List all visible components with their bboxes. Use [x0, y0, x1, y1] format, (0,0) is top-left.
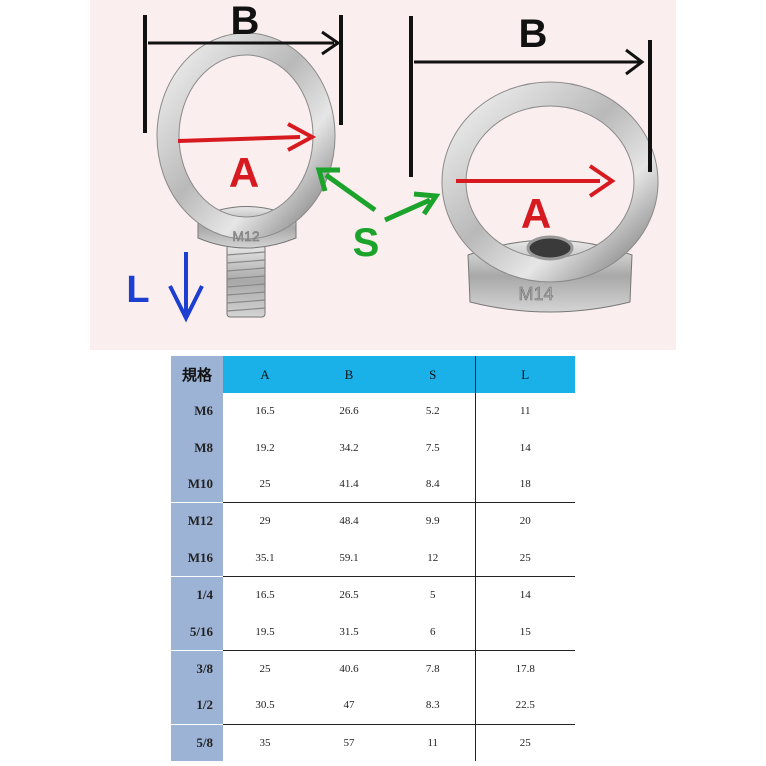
a-cell: 19.5 — [223, 613, 307, 651]
b-cell: 47 — [307, 687, 391, 725]
b-cell: 31.5 — [307, 613, 391, 651]
eyebolt-dimension-diagram: M12 M14 B B A A S — [90, 0, 676, 350]
s-thickness-arrows — [315, 167, 441, 223]
l-cell: 18 — [474, 465, 575, 504]
eyenut-engraving: M14 — [518, 284, 553, 304]
left-b-dimension — [143, 15, 343, 133]
l-cell: 14 — [474, 576, 575, 614]
left-a-label: A — [229, 149, 259, 196]
size-cell: 3/8 — [171, 650, 223, 688]
eyenut-threaded-hole — [526, 235, 574, 261]
s-cell: 7.5 — [425, 441, 440, 454]
table-header-row: 規格 A B S L — [171, 356, 575, 393]
s-cell: 9.9 — [425, 515, 440, 528]
eyebolt-threaded-shank — [226, 244, 266, 318]
l-cell: 11 — [474, 393, 575, 430]
right-a-label: A — [521, 190, 551, 237]
table-row: 1/4 16.5 26.5 5 14 — [171, 576, 575, 614]
s-cell: 5 — [430, 589, 436, 602]
table-row: 5/8 35 57 11 25 — [171, 724, 575, 761]
size-cell: M10 — [171, 465, 223, 504]
table-row: M16 35.1 59.1 12 25 — [171, 539, 575, 577]
s-cell: 11 — [427, 736, 439, 749]
b-cell: 59.1 — [307, 539, 391, 577]
b-cell: 26.6 — [339, 405, 359, 418]
l-cell: 17.8 — [474, 650, 575, 688]
b-cell: 48.4 — [339, 515, 359, 528]
l-length-arrow — [168, 252, 204, 323]
b-cell: 34.2 — [339, 441, 359, 454]
l-cell: 25 — [474, 724, 575, 761]
s-cell: 7.8 — [425, 662, 440, 675]
header-b: B — [307, 356, 391, 393]
spec-table: 規格 A B S L M6 16.5 26.6 5.2 11 M8 19.2 3… — [171, 356, 575, 761]
left-b-label: B — [231, 0, 260, 43]
header-l: L — [474, 356, 575, 393]
l-cell: 14 — [474, 429, 575, 466]
table-row: 5/16 19.5 31.5 6 15 — [171, 613, 575, 651]
header-a: A — [223, 356, 307, 393]
right-b-label: B — [519, 12, 548, 56]
s-cell: 5.2 — [425, 405, 440, 418]
size-cell: 5/16 — [171, 613, 223, 651]
right-a-arrow — [456, 164, 616, 198]
size-cell: 1/2 — [171, 687, 223, 725]
eyebolt-engraving: M12 — [232, 228, 259, 244]
b-cell: 26.5 — [339, 589, 359, 602]
table-row: M8 19.2 34.2 7.5 14 — [171, 429, 575, 466]
table-row: 3/8 25 40.6 7.8 17.8 — [171, 650, 575, 688]
size-cell: M8 — [171, 429, 223, 466]
a-cell: 16.5 — [255, 589, 275, 602]
size-cell: M6 — [171, 393, 223, 430]
right-b-dimension — [409, 16, 652, 177]
left-a-arrow — [177, 122, 317, 152]
header-size: 規格 — [171, 356, 223, 393]
s-cell: 12 — [391, 539, 475, 577]
l-cell: 22.5 — [474, 687, 575, 725]
thread-lines — [226, 251, 266, 312]
table-row: M12 29 48.4 9.9 20 — [171, 502, 575, 540]
s-label: S — [353, 221, 380, 265]
s-cell: 8.3 — [391, 687, 475, 725]
b-cell: 40.6 — [339, 662, 359, 675]
s-cell: 6 — [391, 613, 475, 651]
s-cell: 8.4 — [391, 465, 475, 504]
a-cell: 35.1 — [223, 539, 307, 577]
l-label: L — [126, 269, 149, 311]
eyenut-ring — [442, 82, 658, 282]
table-row: M6 16.5 26.6 5.2 11 — [171, 393, 575, 430]
table-row: M10 25 41.4 8.4 18 — [171, 465, 575, 504]
a-cell: 25 — [259, 662, 271, 675]
b-cell: 57 — [343, 736, 355, 749]
l-cell: 20 — [474, 502, 575, 540]
l-cell: 25 — [474, 539, 575, 577]
b-cell: 41.4 — [307, 465, 391, 504]
size-cell: M16 — [171, 539, 223, 577]
a-cell: 16.5 — [255, 405, 275, 418]
a-cell: 19.2 — [255, 441, 275, 454]
size-cell: 1/4 — [171, 576, 223, 614]
a-cell: 35 — [259, 736, 271, 749]
l-cell: 15 — [474, 613, 575, 651]
a-cell: 25 — [223, 465, 307, 504]
header-s: S — [391, 356, 475, 393]
eyebolt-ring — [157, 33, 335, 239]
size-cell: M12 — [171, 502, 223, 540]
right-eyenut: M14 — [441, 81, 659, 313]
table-row: 1/2 30.5 47 8.3 22.5 — [171, 687, 575, 725]
a-cell: 29 — [259, 515, 271, 528]
a-cell: 30.5 — [223, 687, 307, 725]
size-cell: 5/8 — [171, 724, 223, 761]
